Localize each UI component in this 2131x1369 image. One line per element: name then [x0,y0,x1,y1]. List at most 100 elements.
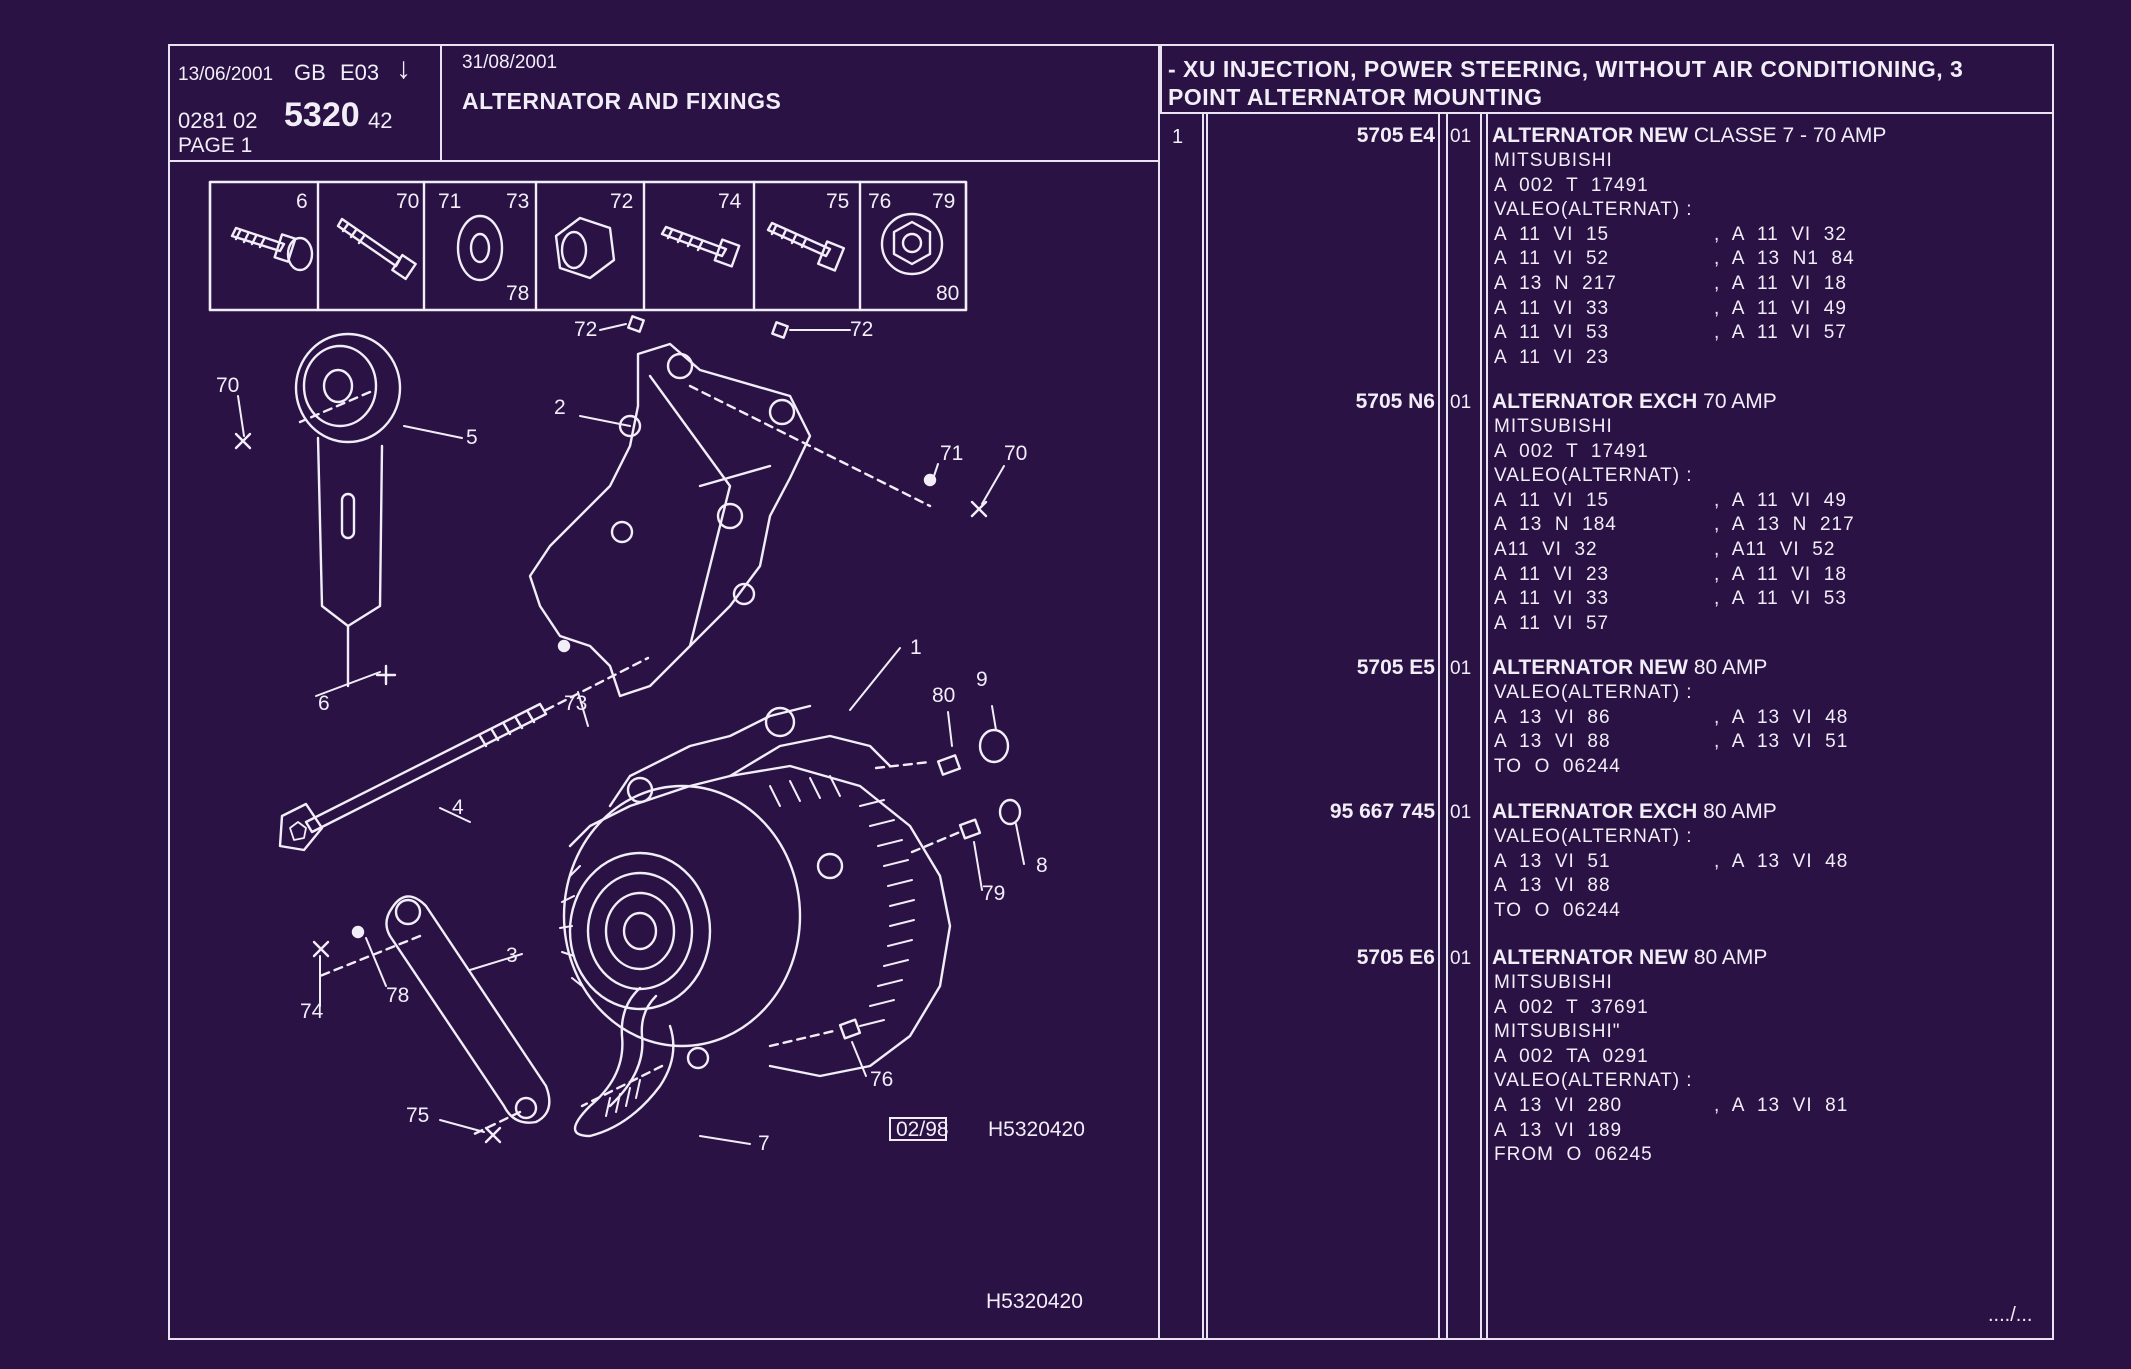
part-quantity: 01 [1450,802,1472,823]
flange-nut-icon [880,212,944,276]
compat-ref-right: , A 13 VI 48 [1714,706,1849,728]
column-rule-qty-2 [1486,112,1488,1338]
callout-number: 78 [386,984,409,1007]
compat-ref-left: A 11 VI 33 [1494,588,1610,610]
callout-number: 75 [406,1104,429,1127]
compat-ref-left: A 11 VI 53 [1494,322,1610,344]
compat-ref-left: A 13 VI 51 [1494,850,1611,872]
compat-ref-left: A11 VI 32 [1494,539,1598,560]
compat-ref-left: A 13 N 217 [1494,273,1617,294]
part-quantity: 01 [1450,126,1472,147]
compat-ref-right: , A 11 VI 49 [1714,489,1847,511]
thumbnail-label: 74 [718,190,742,213]
ref-suffix: 42 [368,108,393,133]
callout-number: 80 [932,684,955,707]
parts-catalog-sheet: 13/06/2001 GB E03 ↓ 0281 02 5320 42 PAGE… [168,44,2054,1340]
bolt-75-icon [766,221,846,272]
ref-prefix: 0281 02 [178,108,258,133]
part-name: ALTERNATOR NEW [1492,946,1688,969]
callout-number: 71 [940,442,963,465]
variant-line-1: - XU INJECTION, POWER STEERING, WITHOUT … [1168,56,1964,82]
callout-number: 72 [574,318,597,341]
alternator-part-1 [559,704,952,1078]
callout-number: 79 [982,882,1005,905]
part-spec: 80 AMP [1697,800,1777,823]
column-rule-qty [1480,112,1482,1338]
thumbnail-label: 73 [506,190,529,213]
diagram-ref-code: H5320420 [988,1118,1085,1141]
thumbnail-label: 79 [932,190,955,213]
compat-ref-right: , A 13 VI 51 [1714,731,1849,753]
thumbnail-label: 80 [936,282,959,305]
bolt-74-icon [660,225,741,268]
revision-date: 31/08/2001 [462,52,558,73]
compat-ref-left: A 11 VI 52 [1494,248,1610,270]
compat-ref-left: VALEO(ALTERNAT) : [1494,1070,1693,1092]
compat-ref-right: , A11 VI 52 [1714,539,1836,560]
compat-ref-left: VALEO(ALTERNAT) : [1494,465,1693,487]
variant-line-2: POINT ALTERNATOR MOUNTING [1168,84,1543,110]
callout-number: 72 [850,318,873,341]
compat-ref-left: A 13 VI 86 [1494,706,1611,728]
compat-ref-left: TO O 06244 [1494,755,1621,777]
header-title-box: 31/08/2001 ALTERNATOR AND FIXINGS [442,46,1158,162]
callout-number: 3 [506,944,518,967]
part-quantity: 01 [1450,948,1472,969]
adjusting-arm-part-3 [385,895,551,1124]
drive-belt-part-7 [573,986,675,1138]
compat-ref-left: MITSUBISHI [1494,416,1613,437]
thumbnail-label: 78 [506,282,529,305]
thumbnail-label: 76 [868,190,891,213]
callout-number: 7 [758,1132,770,1155]
column-rule-item [1202,112,1204,1338]
section-title: ALTERNATOR AND FIXINGS [462,88,782,114]
callout-number: 6 [318,692,330,715]
compat-ref-left: VALEO(ALTERNAT) : [1494,682,1693,703]
compat-ref-left: A 13 VI 88 [1494,731,1611,753]
part-spec: 80 AMP [1687,656,1768,679]
mounting-bracket-part-2 [528,342,812,698]
diagram-date-box: 02/98 [896,1118,949,1141]
part-quantity: 01 [1450,392,1472,413]
callout-number: 1 [910,636,922,659]
part-name: ALTERNATOR NEW [1492,124,1688,147]
compat-ref-left: A 11 VI 57 [1494,612,1610,634]
ref-main-number: 5320 [284,96,360,134]
diagram-ref-code-bottom: H5320420 [986,1290,1083,1313]
compat-ref-left: A 13 VI 280 [1494,1095,1623,1116]
small-fasteners [234,315,1022,1144]
thumbnail-label: 75 [826,190,849,213]
callout-number: 74 [300,1000,324,1023]
compat-ref-left: A 11 VI 15 [1494,223,1610,245]
thumbnail-label: 72 [610,190,633,213]
compat-ref-left: MITSUBISHI [1494,972,1613,993]
part-spec: CLASSE 7 - 70 AMP [1687,124,1887,147]
compat-ref-left: A 13 N 184 [1494,514,1617,536]
bolt-70-icon [336,217,417,281]
panel-divider [1158,46,1160,1338]
part-spec: 80 AMP [1687,946,1768,969]
variant-header-box: - XU INJECTION, POWER STEERING, WITHOUT … [1160,46,2054,114]
compat-ref-left: MITSUBISHI" [1494,1021,1621,1043]
compat-ref-right: , A 11 VI 49 [1714,297,1847,319]
callout-number: 76 [870,1068,893,1091]
part-description: ALTERNATOR NEW 80 AMP [1492,946,1767,970]
compat-ref-left: A 11 VI 23 [1494,563,1610,585]
thumbnail-label: 71 [438,190,461,213]
language-code: GB [294,60,326,85]
compat-ref-left: TO O 06244 [1494,899,1621,921]
part-number: 95 667 745 [1329,800,1435,823]
compat-ref-left: VALEO(ALTERNAT) : [1494,199,1693,221]
compat-ref-left: MITSUBISHI [1494,150,1613,171]
compat-ref-right: , A 11 VI 53 [1714,588,1847,610]
spacer-72-icon [554,216,616,280]
column-rule-item-2 [1206,112,1208,1338]
part-name: ALTERNATOR EXCH [1492,390,1698,413]
part-number: 5705 E4 [1356,124,1435,147]
compat-ref-right: , A 11 VI 18 [1714,273,1847,294]
washer-icon [456,214,504,282]
callout-leaders [237,323,1025,1145]
compat-ref-left: A 11 VI 23 [1494,346,1610,368]
part-description: ALTERNATOR EXCH 80 AMP [1492,800,1777,824]
column-rule-partno [1438,112,1440,1338]
